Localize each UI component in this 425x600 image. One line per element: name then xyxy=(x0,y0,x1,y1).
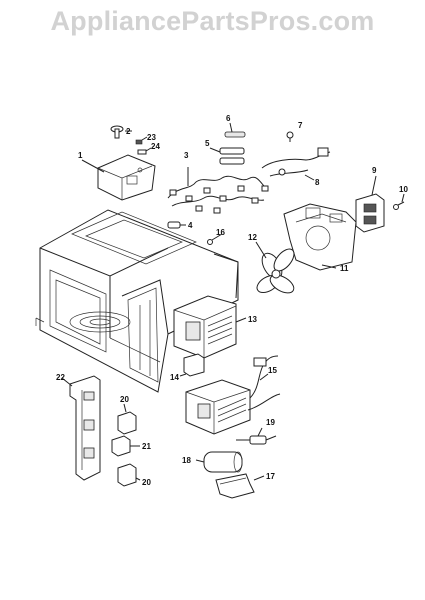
part-7-screw xyxy=(286,131,294,142)
watermark-logo: AppliancePartsPros.com xyxy=(50,6,375,36)
callout-4: 4 xyxy=(188,221,193,230)
part-3-wire-harness xyxy=(167,167,269,214)
callout-18: 18 xyxy=(182,456,191,465)
part-10-screw xyxy=(393,193,405,210)
callout-9: 9 xyxy=(372,166,377,175)
part-13-magnetron xyxy=(173,295,247,359)
part-17-capacitor-bracket xyxy=(215,473,265,499)
callout-15: 15 xyxy=(268,366,277,375)
part-19-diode xyxy=(236,427,277,445)
part-5-fuse xyxy=(209,147,245,165)
callout-10: 10 xyxy=(399,185,408,194)
part-9-switch-bracket xyxy=(355,175,385,233)
part-2-screw xyxy=(110,125,132,139)
oven-cavity-chassis xyxy=(35,209,239,393)
part-21-monitor-switch xyxy=(111,435,140,457)
part-12-fan-blade xyxy=(255,241,295,294)
callout-12: 12 xyxy=(248,233,257,242)
part-24-clip xyxy=(137,147,152,155)
callout-22: 22 xyxy=(56,373,65,382)
part-16-screw xyxy=(207,233,223,245)
callout-20-upper: 20 xyxy=(120,395,129,404)
callout-21: 21 xyxy=(142,442,151,451)
part-14-noise-filter xyxy=(179,353,205,377)
callout-7: 7 xyxy=(298,121,303,130)
part-23-fastener xyxy=(135,136,148,145)
part-15-transformer xyxy=(185,355,281,435)
part-18-capacitor xyxy=(195,451,243,473)
part-1-bracket xyxy=(81,154,156,201)
callout-16: 16 xyxy=(216,228,225,237)
part-20-interlock-switch xyxy=(117,403,137,435)
callout-8: 8 xyxy=(315,178,320,187)
callout-23: 23 xyxy=(147,133,156,142)
callout-3: 3 xyxy=(184,151,189,160)
callout-24: 24 xyxy=(151,142,160,151)
part-4-sensor xyxy=(167,221,186,229)
callout-1: 1 xyxy=(78,151,83,160)
callout-11: 11 xyxy=(340,264,349,273)
part-22-latch-lever xyxy=(61,375,101,481)
callout-20-lower: 20 xyxy=(142,478,151,487)
callout-6: 6 xyxy=(226,114,231,123)
callout-14: 14 xyxy=(170,373,179,382)
part-20-interlock-switch-lower xyxy=(117,463,141,487)
callout-5: 5 xyxy=(205,139,210,148)
part-6-fuse xyxy=(224,122,246,138)
callout-19: 19 xyxy=(266,418,275,427)
callout-13: 13 xyxy=(248,315,257,324)
part-11-fan-bracket xyxy=(283,203,357,271)
part-8-thermal-harness xyxy=(261,147,331,181)
callout-17: 17 xyxy=(266,472,275,481)
callout-2: 2 xyxy=(126,127,131,136)
